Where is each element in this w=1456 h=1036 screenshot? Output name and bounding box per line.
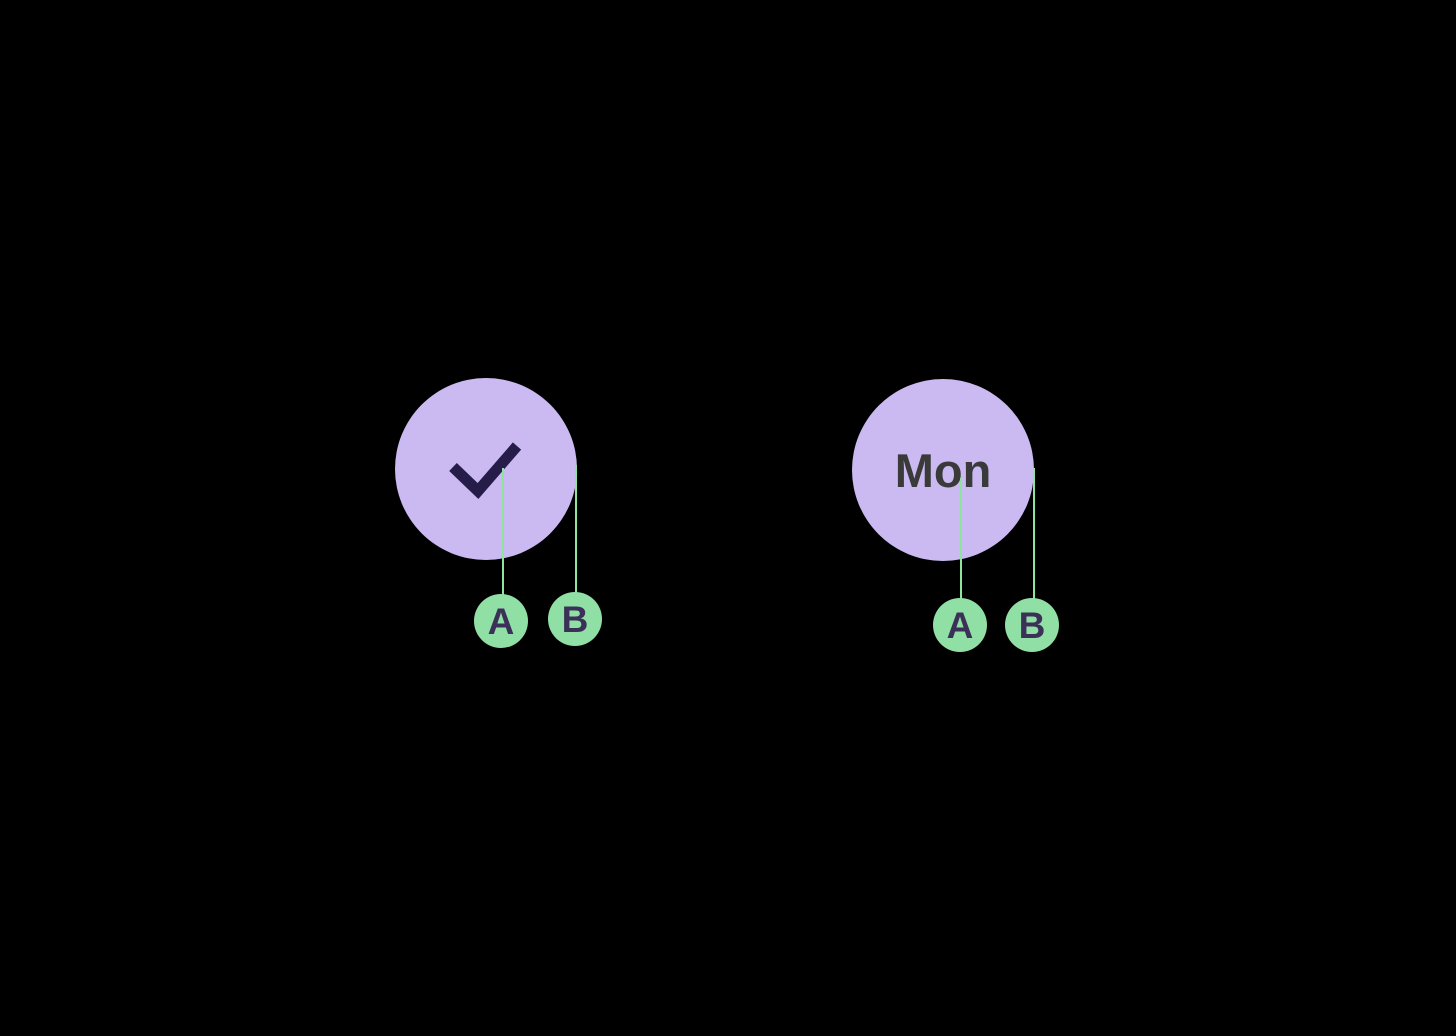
connector-mon-port-a — [960, 478, 962, 599]
port-label: B — [561, 598, 589, 640]
connector-check-port-a — [502, 468, 504, 595]
node-mon[interactable]: Mon — [852, 379, 1034, 561]
port-label: B — [1018, 604, 1046, 646]
connector-check-port-b — [575, 465, 577, 593]
connector-mon-port-b — [1033, 468, 1035, 599]
port-mon-b[interactable]: B — [1005, 598, 1059, 652]
port-check-b[interactable]: B — [548, 592, 602, 646]
port-label: A — [946, 604, 974, 646]
node-mon-label: Mon — [894, 443, 992, 497]
checkmark-icon — [449, 442, 522, 499]
node-check[interactable] — [395, 378, 577, 560]
port-mon-a[interactable]: A — [933, 598, 987, 652]
port-label: A — [487, 600, 515, 642]
port-check-a[interactable]: A — [474, 594, 528, 648]
